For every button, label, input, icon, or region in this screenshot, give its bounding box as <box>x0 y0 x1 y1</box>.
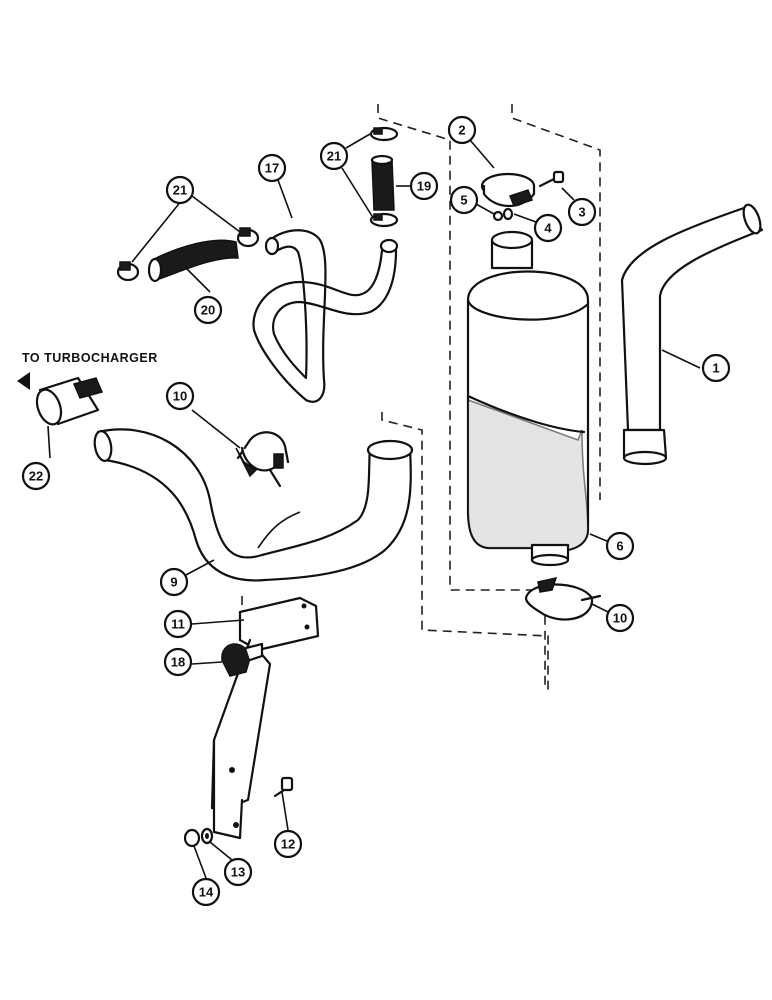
svg-text:22: 22 <box>29 469 43 484</box>
part-12-bolt <box>273 776 294 798</box>
svg-text:12: 12 <box>281 837 295 852</box>
callout-21-right: 21 <box>319 141 349 171</box>
svg-text:2: 2 <box>458 123 465 138</box>
svg-text:14: 14 <box>199 885 214 900</box>
callout-14: 14 <box>191 877 221 907</box>
part-21-hose-clamp-right <box>369 126 399 228</box>
callout-5: 5 <box>449 185 479 215</box>
callout-21-left: 21 <box>165 175 195 205</box>
svg-text:21: 21 <box>327 149 341 164</box>
callout-12: 12 <box>273 829 303 859</box>
callout-6: 6 <box>605 531 635 561</box>
callout-1: 1 <box>701 353 731 383</box>
part-11-bracket <box>210 596 320 840</box>
part-14-nut <box>183 828 201 848</box>
svg-text:6: 6 <box>616 539 623 554</box>
part-22-coupler <box>35 376 104 426</box>
callout-11: 11 <box>163 609 193 639</box>
callout-13: 13 <box>223 857 253 887</box>
svg-text:19: 19 <box>417 179 431 194</box>
svg-text:1: 1 <box>712 361 719 376</box>
callout-19: 19 <box>409 171 439 201</box>
svg-text:5: 5 <box>460 193 467 208</box>
svg-text:10: 10 <box>173 389 187 404</box>
part-2-clamp-band <box>480 172 536 207</box>
part-17-tube <box>252 229 399 403</box>
callout-22: 22 <box>21 461 51 491</box>
callout-10-lower: 10 <box>605 603 635 633</box>
svg-text:11: 11 <box>171 617 185 632</box>
part-5-washer <box>492 210 504 222</box>
part-4-nut <box>502 207 514 221</box>
part-19-sleeve <box>370 154 395 211</box>
callout-20: 20 <box>193 295 223 325</box>
callout-3: 3 <box>567 197 597 227</box>
svg-text:13: 13 <box>231 865 245 880</box>
part-3-bolt <box>538 170 565 188</box>
svg-text:3: 3 <box>578 205 585 220</box>
turbocharger-label: TO TURBOCHARGER <box>22 351 158 365</box>
leader-lines <box>47 133 701 879</box>
part-20-hose <box>147 239 239 283</box>
part-1-stack-pipe <box>620 203 764 466</box>
svg-text:4: 4 <box>544 221 552 236</box>
svg-text:9: 9 <box>170 575 177 590</box>
svg-text:21: 21 <box>173 183 187 198</box>
callout-18: 18 <box>163 647 193 677</box>
callout-4: 4 <box>533 213 563 243</box>
part-10-clamp-upper <box>235 431 290 488</box>
part-6-muffler <box>466 230 590 567</box>
part-9-exhaust-pipe <box>93 428 414 582</box>
svg-text:17: 17 <box>265 161 279 176</box>
svg-text:10: 10 <box>613 611 627 626</box>
part-10-clamp-lower <box>524 576 602 621</box>
svg-text:20: 20 <box>201 303 215 318</box>
part-18-strap <box>221 642 264 677</box>
callout-17: 17 <box>257 153 287 183</box>
svg-text:18: 18 <box>171 655 185 670</box>
part-13-washer <box>200 827 214 845</box>
arrow-left-icon <box>17 372 30 390</box>
callout-2: 2 <box>447 115 477 145</box>
turbocharger-direction: TO TURBOCHARGER <box>17 351 158 390</box>
callout-10-upper: 10 <box>165 381 195 411</box>
callout-9: 9 <box>159 567 189 597</box>
